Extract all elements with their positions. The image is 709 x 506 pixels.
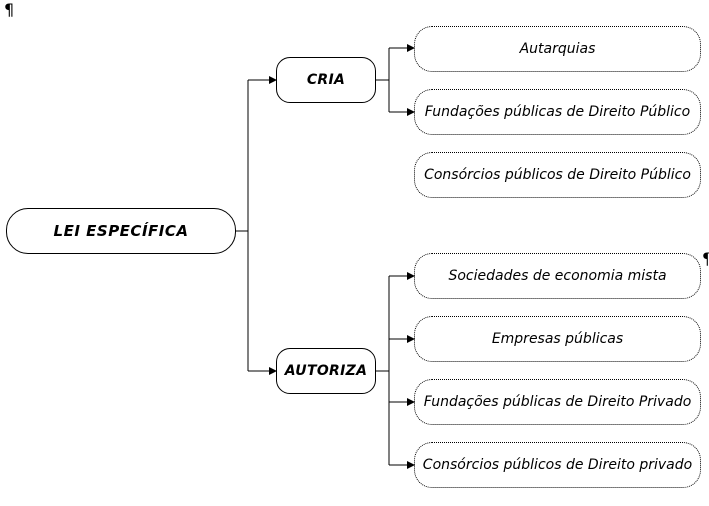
leaf-node-empresas-publicas: Empresas públicas [414, 316, 701, 362]
paragraph-mark-top: ¶ [4, 0, 15, 19]
root-node-lei-especifica: LEI ESPECÍFICA [6, 208, 236, 254]
leaf-node-fundacoes-direito-privado: Fundações públicas de Direito Privado [414, 379, 701, 425]
leaf-node-autarquias: Autarquias [414, 26, 701, 72]
leaf-node-consorcios-direito-privado: Consórcios públicos de Direito privado [414, 442, 701, 488]
branch-node-autoriza: AUTORIZA [276, 348, 376, 394]
branch-node-cria: CRIA [276, 57, 376, 103]
paragraph-mark-right: ¶ [702, 251, 709, 267]
leaf-node-consorcios-direito-publico: Consórcios públicos de Direito Público [414, 152, 701, 198]
leaf-node-sociedades-economia-mista: Sociedades de economia mista [414, 253, 701, 299]
leaf-node-fundacoes-direito-publico: Fundações públicas de Direito Público [414, 89, 701, 135]
